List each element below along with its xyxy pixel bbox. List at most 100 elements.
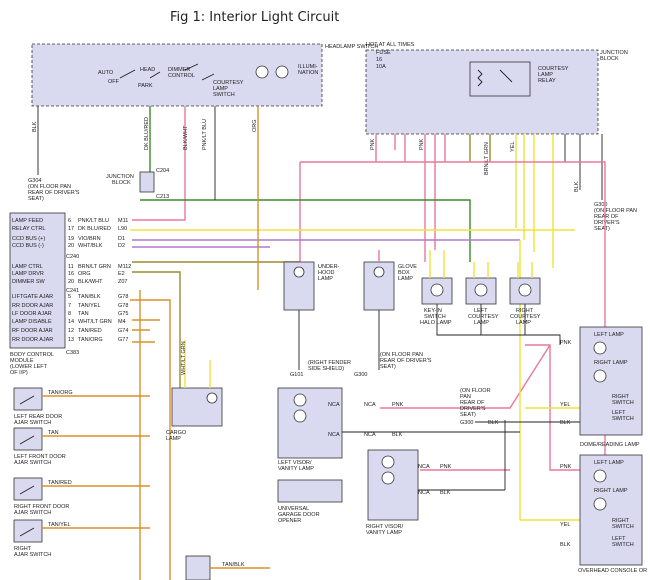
bcm-pin-number: 20 <box>68 243 74 249</box>
glovebox-lamp-bulb <box>373 266 385 278</box>
bcm-pin-number: 14 <box>68 319 74 325</box>
switch-wire-label: TAN/ORG <box>48 390 73 396</box>
switch-name-line1: LEFT REAR DOOR <box>14 414 62 420</box>
dome-title: DOME/READING LAMP <box>580 442 640 448</box>
cargo-l2: LAMP <box>166 436 181 442</box>
glovebox-gd1: (ON FLOOR PAN <box>380 352 423 358</box>
dome-lswitch2: SWITCH <box>612 416 634 422</box>
headlamp-switch-box <box>31 43 323 107</box>
illumination-lamp-1 <box>255 65 269 79</box>
switch-name-line1: RIGHT <box>14 546 32 552</box>
hs-head: HEAD <box>140 67 155 73</box>
switch-contact <box>19 435 35 445</box>
hs-switch: SWITCH <box>213 92 235 98</box>
bcm-pin-label: DIMMER SW <box>12 279 46 285</box>
relay-label1: COURTESY <box>538 66 569 72</box>
cargo-whtltgrn: WHT/LT GRN <box>181 341 187 375</box>
bcm-pin-number: 20 <box>68 279 74 285</box>
underhood-l1: UNDER- <box>318 264 340 270</box>
left-visor-bulb2 <box>293 409 307 423</box>
courtesy-lamp-relay <box>469 61 531 97</box>
cargo-lamp-bulb <box>206 392 218 404</box>
g300b-d5: SEAT) <box>460 412 476 418</box>
bcm-pin-label: LAMP DISABLE <box>12 319 52 325</box>
right-visor-l2: VANITY LAMP <box>366 530 402 536</box>
oh-bulb-right <box>593 497 607 511</box>
hs-courtesy: COURTESY <box>213 80 244 86</box>
oh-pnk: PNK <box>560 464 572 470</box>
bcm-c241: C241 <box>66 288 79 294</box>
bcm-pin-wire: ORG <box>78 271 91 277</box>
switch-name-line2: AJAR SWITCH <box>14 510 51 516</box>
cargo-wires <box>184 340 211 388</box>
g300-top-id: G300 <box>594 202 607 208</box>
garage-opener-box <box>277 479 343 503</box>
bcm-desc4: OF I/P) <box>10 370 28 376</box>
body-control-module <box>9 212 66 349</box>
bcm-pin-circuit: G75 <box>118 311 128 317</box>
relay-label2: LAMP <box>538 72 553 78</box>
oh-lswitch2: SWITCH <box>612 542 634 548</box>
wire-label-pnk-a: PNK <box>370 138 376 150</box>
courtesy-drops <box>429 250 533 278</box>
hs-control: CONTROL <box>168 73 195 79</box>
g300b-id: G300 <box>460 420 473 426</box>
bcm-pin-circuit: Z07 <box>118 279 127 285</box>
keyin-l2: SWITCH <box>424 314 446 320</box>
bcm-pin-circuit: E2 <box>118 271 125 277</box>
switch-name-line2: AJAR SWITCH <box>14 460 51 466</box>
cargo-l1: CARGO <box>166 430 187 436</box>
hs-wire-blk: BLK <box>32 121 38 132</box>
switch-wire-label: TAN <box>48 430 59 436</box>
g300b-blk: BLK <box>488 420 499 426</box>
jb-top-label2: BLOCK <box>600 56 619 62</box>
bottom-tanblk: TAN/BLK <box>222 562 245 568</box>
bcm-c240: C240 <box>66 254 79 260</box>
g300b-d1: (ON FLOOR <box>460 388 491 394</box>
bcm-pin-circuit: M112 <box>118 264 131 270</box>
switch-name-line2: AJAR SWITCH <box>14 420 51 426</box>
switch-contact <box>19 485 35 495</box>
headlamp-switch-contacts <box>119 63 215 81</box>
bcm-pin-number: 16 <box>68 271 74 277</box>
dome-rlamp: RIGHT LAMP <box>594 360 628 366</box>
fuse-label: FUSE <box>376 50 391 56</box>
oh-lleft: LEFT LAMP <box>594 460 624 466</box>
oh-rswitch1: RIGHT <box>612 518 630 524</box>
g304-d1: (ON FLOOR PAN <box>28 184 71 190</box>
bcm-desc3: (LOWER LEFT <box>10 364 48 370</box>
bcm-pin-number: 11 <box>68 264 74 270</box>
bcm-desc1: BODY CONTROL <box>10 352 54 358</box>
keyin-l3: HALO LAMP <box>420 320 452 326</box>
jb-top-label1: JUNCTION <box>600 50 628 56</box>
bcm-pin-label: RR DOOR AJAR <box>12 337 53 343</box>
left-courtesy-bulb <box>474 283 488 297</box>
bcm-pin-wire: BRN/LT GRN <box>78 264 111 270</box>
g300b-d2: PAN <box>460 394 471 400</box>
hs-lamp: LAMP <box>213 86 228 92</box>
g300-top-d4: SEAT) <box>594 226 610 232</box>
g304-id: G304 <box>28 178 41 184</box>
bcm-pin-label: RELAY CTRL <box>12 226 45 232</box>
underhood-l3: LAMP <box>318 276 333 282</box>
bcm-pin-wire: PNK/LT BLU <box>78 218 109 224</box>
dome-yel: YEL <box>560 402 570 408</box>
courtesy-ground <box>436 304 561 345</box>
dome-pnk: PNK <box>560 340 572 346</box>
glovebox-l3: LAMP <box>398 276 413 282</box>
dome-blk: BLK <box>560 420 571 426</box>
hs-illum2: NATION <box>298 70 318 76</box>
left-courtesy-l3: LAMP <box>474 320 489 326</box>
bcm-pin-number: 7 <box>68 303 71 309</box>
g300-top-d3: DRIVER'S <box>594 220 620 226</box>
oh-yel: YEL <box>560 522 570 528</box>
bcm-pin-number: 5 <box>68 294 71 300</box>
bcm-pin-number: 6 <box>68 218 71 224</box>
underhood-l2: HOOD <box>318 270 335 276</box>
bcm-pin-wire: DK BLU/RED <box>78 226 111 232</box>
bcm-pin-circuit: D2 <box>118 243 125 249</box>
bcm-pin-number: 8 <box>68 311 71 317</box>
keyin-l1: KEY-IN <box>424 308 442 314</box>
